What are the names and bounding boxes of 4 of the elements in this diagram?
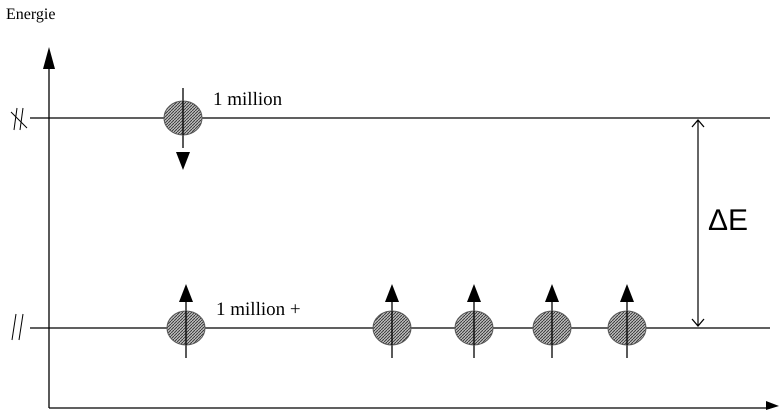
- axis-label: Energie: [6, 7, 56, 23]
- energy-gap-label: ΔE: [708, 206, 748, 236]
- population-label: 1 million: [213, 90, 282, 109]
- population-label: 1 million +: [216, 300, 301, 319]
